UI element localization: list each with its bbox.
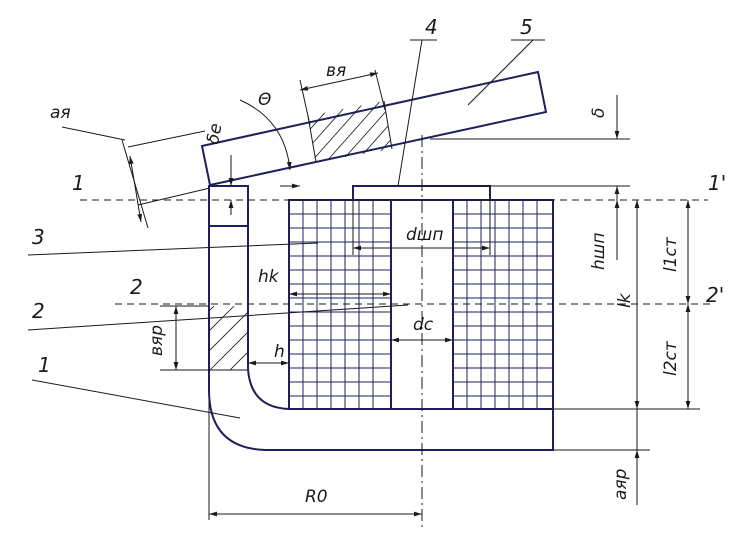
- label-R0: R0: [305, 487, 328, 507]
- label-a-yar: aяр: [611, 468, 631, 500]
- label-2-prime: 2': [706, 283, 724, 307]
- label-4: 4: [425, 15, 438, 39]
- label-l-k: lk: [615, 292, 635, 308]
- yoke-hatch: [209, 306, 247, 370]
- magnet-core: [208, 185, 554, 451]
- label-a-ya: aя: [50, 103, 71, 123]
- label-h-shp: hшп: [589, 233, 609, 270]
- label-h: h: [274, 342, 285, 362]
- label-3: 3: [32, 225, 45, 249]
- label-l2-st: l2ст: [661, 340, 681, 376]
- coil-grid-rows: [289, 213, 553, 397]
- label-theta: Θ: [258, 90, 271, 110]
- label-2-lower: 2: [32, 299, 45, 323]
- label-2-left: 2: [130, 275, 143, 299]
- label-d-shp: dшп: [406, 225, 443, 245]
- label-1-top: 1: [72, 171, 85, 195]
- label-v-ya: вя: [326, 61, 346, 81]
- label-1-prime: 1': [708, 171, 726, 195]
- label-1-lower: 1: [38, 353, 51, 377]
- label-d-c: dc: [413, 315, 434, 335]
- label-delta: δ: [589, 108, 609, 118]
- label-l1-st: l1ст: [661, 236, 681, 272]
- label-5: 5: [520, 15, 533, 39]
- label-h-k: hk: [258, 267, 280, 287]
- label-v-yar: вяр: [147, 325, 167, 356]
- label-delta-e: δe: [203, 122, 226, 146]
- coil-winding: [288, 185, 554, 410]
- armature-plate: [200, 70, 548, 187]
